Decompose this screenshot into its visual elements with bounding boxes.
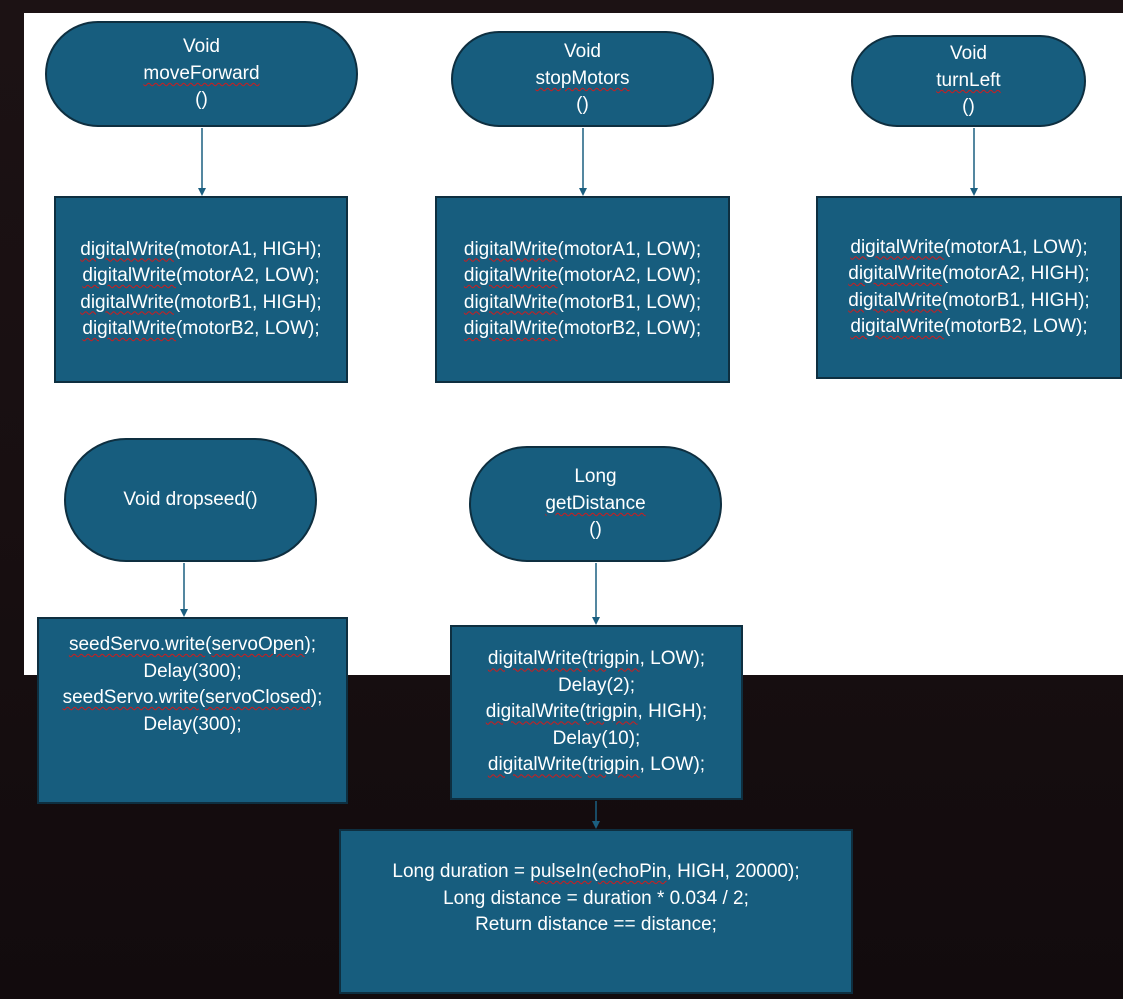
- terminator-get-distance: Long getDistance(): [469, 446, 722, 562]
- code-line: digitalWrite(motorA2, LOW);: [82, 265, 320, 286]
- code-line: Delay(10);: [552, 727, 641, 749]
- code-line: seedServo.write(servoClosed);: [62, 687, 323, 708]
- code-line: digitalWrite(trigpin, HIGH);: [485, 701, 708, 723]
- code-line: digitalWrite(motorA1, LOW);: [850, 236, 1088, 258]
- code-line: Long distance = duration * 0.034 / 2;: [443, 887, 749, 909]
- code-line: digitalWrite(motorA1, HIGH);: [80, 238, 322, 260]
- code-line: digitalWrite(motorA1, LOW);: [463, 238, 702, 260]
- code-line: Delay(300);: [143, 660, 242, 682]
- code-line: Delay(300);: [143, 713, 242, 735]
- process-get-distance-trigger: digitalWrite(trigpin, LOW); Delay(2); di…: [450, 625, 743, 800]
- process-move-forward: digitalWrite(motorA1, HIGH); digitalWrit…: [54, 196, 348, 383]
- terminator-label: Void stopMotors(): [535, 41, 630, 116]
- code-line: digitalWrite(trigpin, LOW);: [487, 754, 706, 776]
- code-line: Return distance == distance;: [475, 914, 717, 935]
- code-line: digitalWrite(motorB1, HIGH);: [80, 291, 322, 313]
- terminator-label: Void moveForward(): [143, 36, 260, 111]
- code-line: digitalWrite(motorB1, HIGH);: [848, 289, 1090, 311]
- terminator-label: Void turnLeft(): [936, 43, 1001, 118]
- process-stop-motors: digitalWrite(motorA1, LOW); digitalWrite…: [435, 196, 730, 383]
- process-turn-left: digitalWrite(motorA1, LOW); digitalWrite…: [816, 196, 1122, 379]
- process-get-distance-result: Long duration = pulseIn(echoPin, HIGH, 2…: [339, 829, 853, 994]
- terminator-label: Void dropseed(): [123, 488, 258, 510]
- code-line: digitalWrite(motorB2, LOW);: [850, 316, 1088, 337]
- code-line: Delay(2);: [557, 674, 636, 696]
- code-line: seedServo.write(servoOpen);: [68, 634, 317, 655]
- code-line: digitalWrite(motorB2, LOW);: [82, 318, 320, 339]
- terminator-turn-left: Void turnLeft(): [851, 35, 1086, 127]
- code-line: digitalWrite(motorB2, LOW);: [463, 318, 702, 339]
- code-line: digitalWrite(motorB1, LOW);: [463, 291, 702, 313]
- terminator-stop-motors: Void stopMotors(): [451, 31, 714, 127]
- terminator-label: Long getDistance(): [545, 466, 646, 541]
- code-line: digitalWrite(motorA2, LOW);: [463, 265, 702, 286]
- process-drop-seed: seedServo.write(servoOpen); Delay(300); …: [37, 617, 348, 804]
- code-line: Long duration = pulseIn(echoPin, HIGH, 2…: [392, 861, 800, 882]
- code-line: digitalWrite(trigpin, LOW);: [487, 648, 706, 670]
- terminator-move-forward: Void moveForward(): [45, 21, 358, 127]
- terminator-drop-seed: Void dropseed(): [64, 438, 317, 562]
- code-line: digitalWrite(motorA2, HIGH);: [848, 263, 1090, 284]
